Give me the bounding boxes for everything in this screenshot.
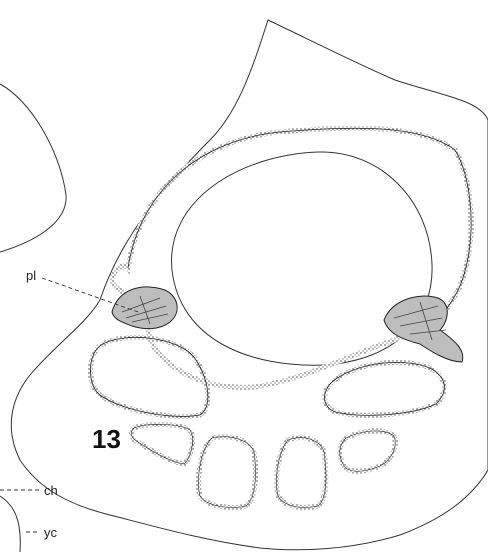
chamber-1 (131, 424, 192, 464)
chamber-2 (199, 437, 256, 508)
figure-number: 13 (92, 424, 121, 455)
yolk-cavity-outline (0, 496, 20, 552)
chamber-3 (276, 438, 326, 508)
label-yc: yc (44, 525, 57, 540)
epithelial-layer (112, 128, 471, 387)
adjacent-section-outline (0, 84, 66, 252)
outer-body-outline (11, 20, 488, 550)
label-ch: ch (44, 483, 58, 498)
label-pl: pl (26, 268, 36, 283)
